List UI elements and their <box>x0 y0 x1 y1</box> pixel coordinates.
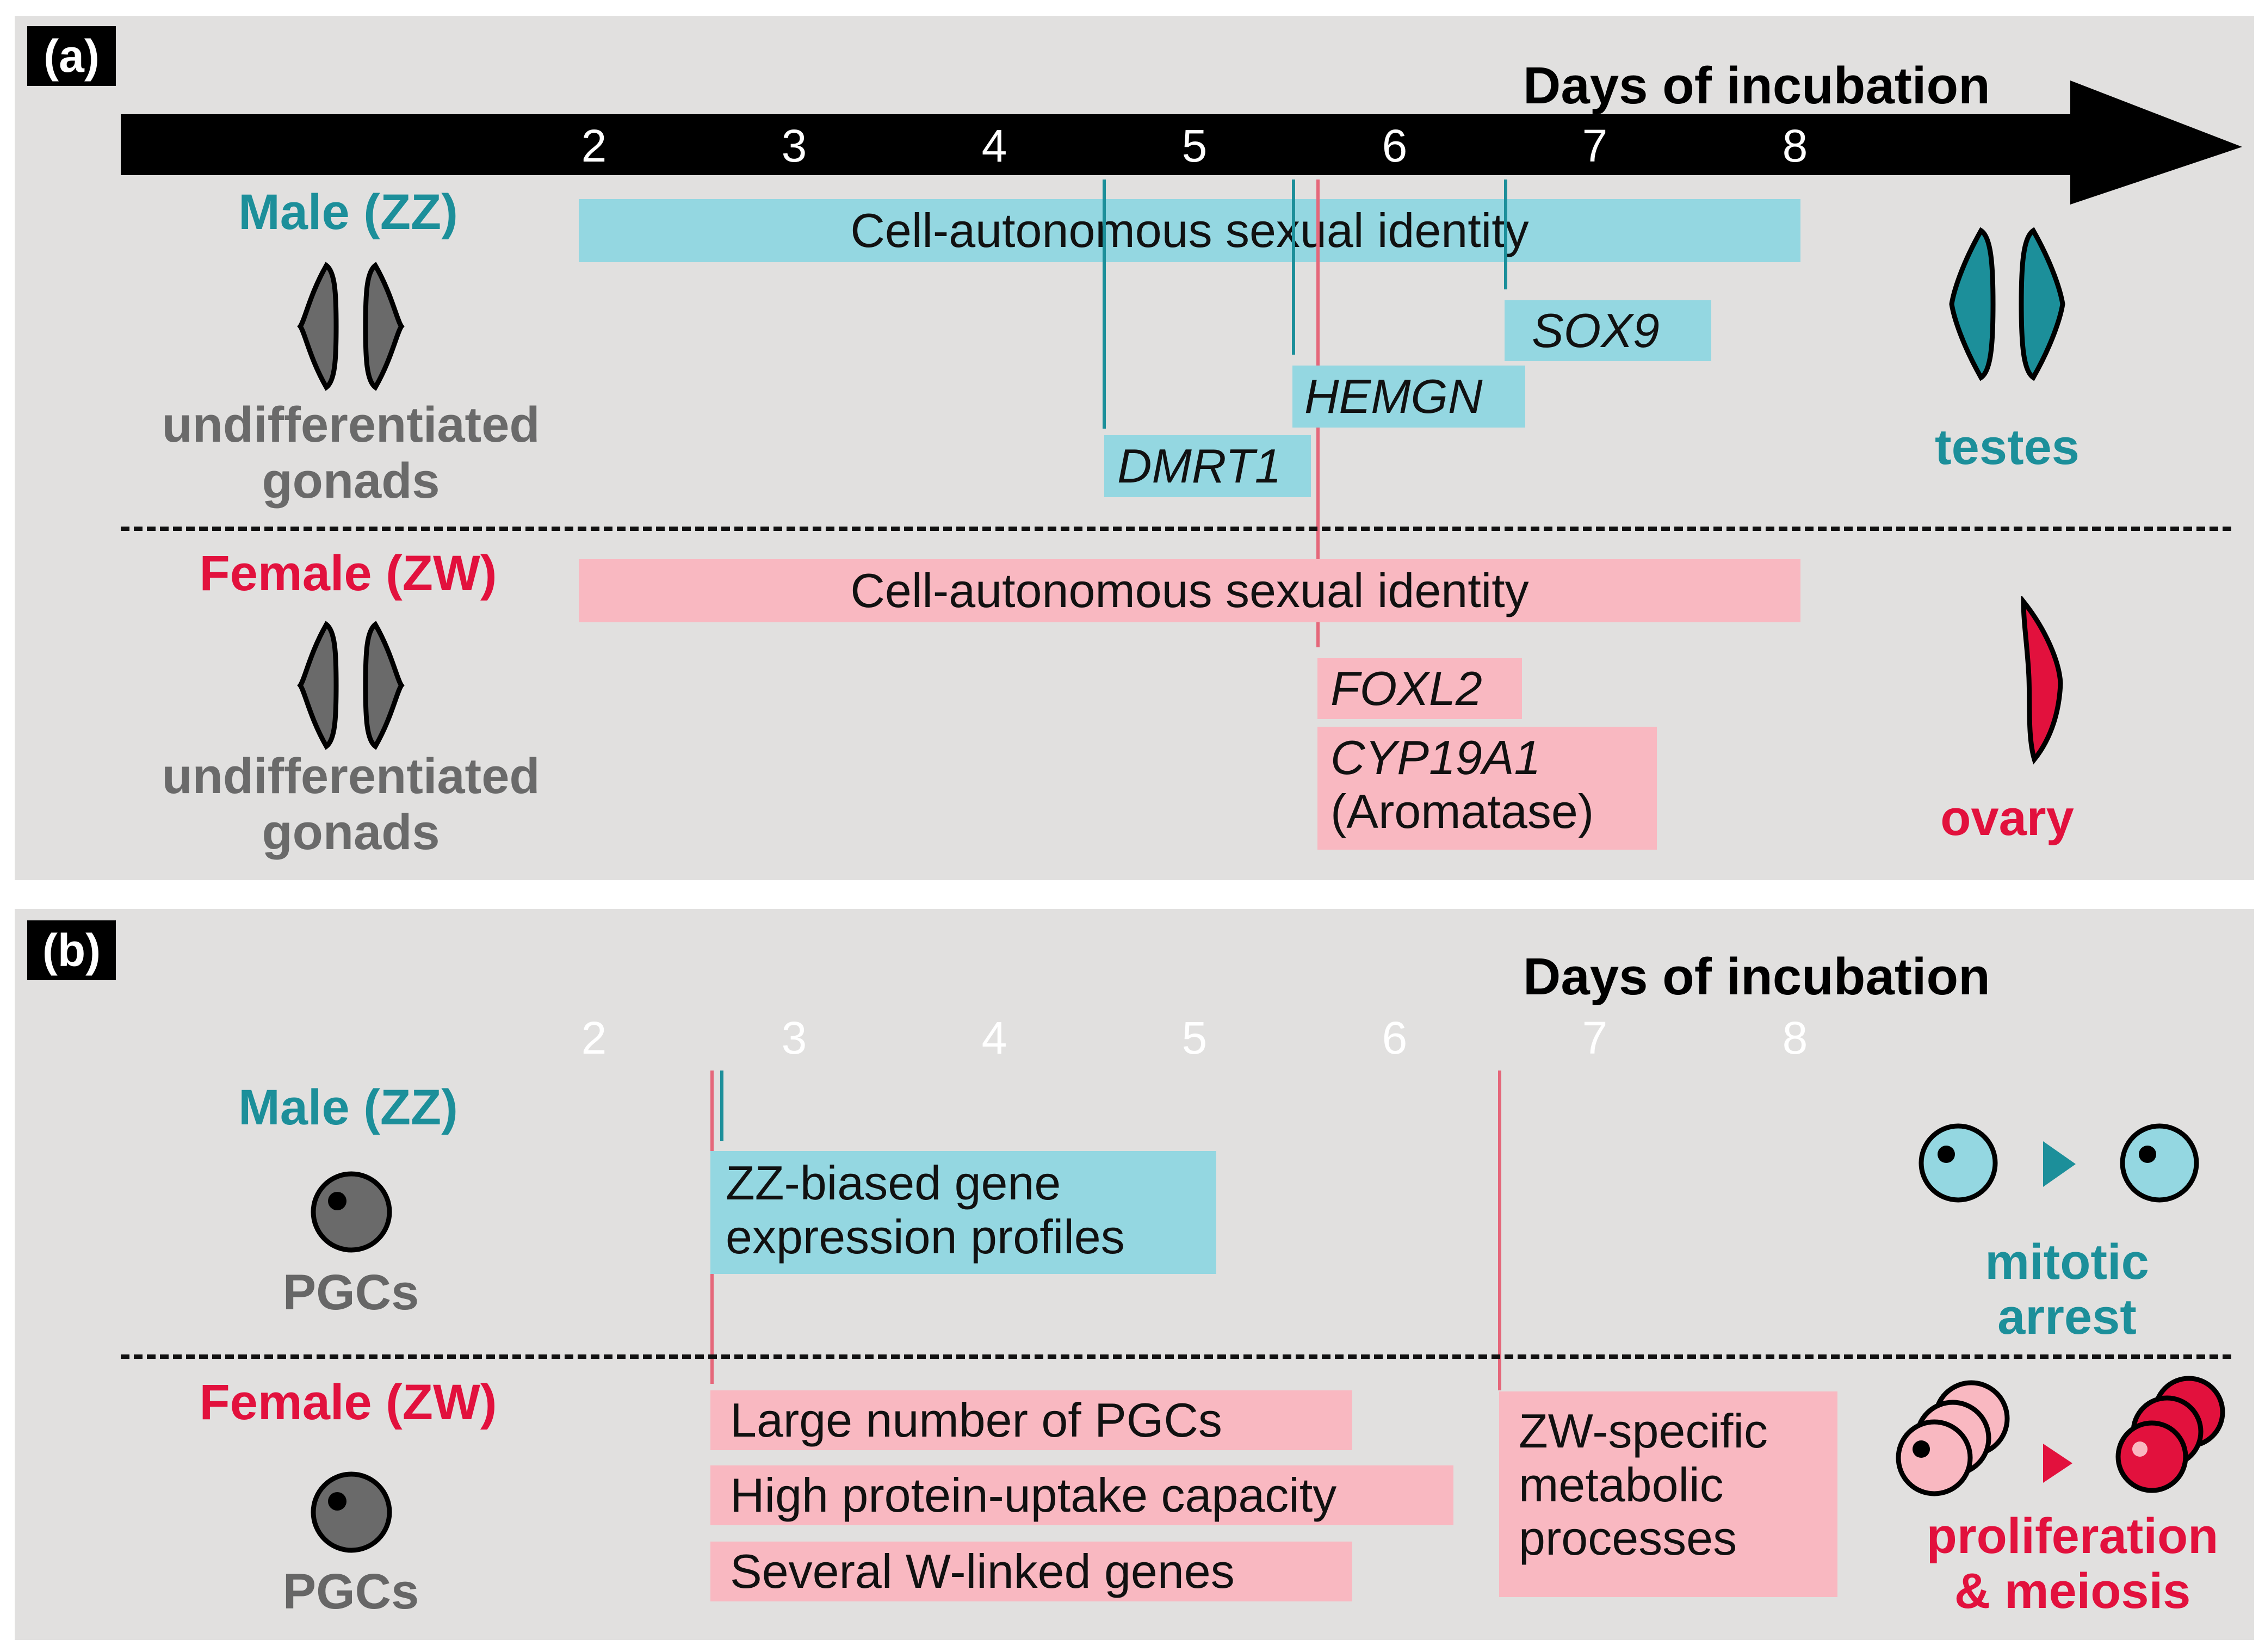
zw-specific-line-1: ZW-specific <box>1519 1404 1768 1458</box>
zz-biased-box: ZZ-biased gene expression profiles <box>710 1151 1216 1274</box>
testes-icon <box>1949 227 2065 381</box>
tick-b-6: 6 <box>1382 1012 1408 1063</box>
mitotic-arrest-line-1: mitotic <box>1985 1234 2149 1290</box>
undifferentiated-label-male: undifferentiated gonads <box>162 397 540 509</box>
cyp19a1-box: CYP19A1 (Aromatase) <box>1317 727 1657 850</box>
undifferentiated-gonads-icon <box>297 262 405 391</box>
female-identity-box: Cell-autonomous sexual identity <box>579 559 1800 622</box>
pgc-cell-icon <box>311 1471 392 1553</box>
tick-b-7: 7 <box>1582 1012 1608 1063</box>
tick-b-2: 2 <box>581 1012 607 1063</box>
zw-specific-line-3: processes <box>1519 1511 1737 1566</box>
tick-b-4: 4 <box>981 1012 1007 1063</box>
proliferation-icon <box>1896 1376 2225 1496</box>
undifferentiated-gonads-icon <box>297 621 405 750</box>
aromatase-text: (Aromatase) <box>1330 784 1594 838</box>
axis-title-a: Days of incubation <box>1523 57 1990 115</box>
hemgn-box: HEMGN <box>1292 366 1525 428</box>
male-identity-box: Cell-autonomous sexual identity <box>579 199 1800 262</box>
male-label-b: Male (ZZ) <box>238 1080 458 1135</box>
marker-early-male <box>720 1071 723 1141</box>
female-box-1: Large number of PGCs <box>710 1390 1352 1450</box>
female-box-3: Several W-linked genes <box>710 1542 1352 1601</box>
cyp19a1-text: CYP19A1 <box>1330 731 1541 784</box>
ovary-label: ovary <box>1940 790 2074 846</box>
zz-biased-line-2: expression profiles <box>726 1209 1125 1264</box>
axis-title-b: Days of incubation <box>1523 948 1990 1006</box>
tick-a-4: 4 <box>981 120 1007 171</box>
proliferation-line-2: & meiosis <box>1954 1563 2191 1619</box>
tick-a-8: 8 <box>1782 120 1808 171</box>
pgc-label-male: PGCs <box>282 1265 419 1320</box>
marker-late-female <box>1498 1071 1501 1390</box>
proliferation-label: proliferation & meiosis <box>1888 1508 2257 1619</box>
female-box-2: High protein-uptake capacity <box>710 1465 1453 1525</box>
panel-a-label: (a) <box>27 26 116 86</box>
zw-specific-box: ZW-specific metabolic processes <box>1499 1391 1837 1597</box>
marker-dmrt1 <box>1103 180 1106 429</box>
foxl2-box: FOXL2 <box>1317 658 1522 719</box>
tick-a-6: 6 <box>1382 120 1408 171</box>
tick-a-5: 5 <box>1181 120 1208 171</box>
divider-a <box>121 527 2231 531</box>
tick-b-5: 5 <box>1181 1012 1208 1063</box>
divider-b <box>121 1354 2231 1359</box>
tick-b-8: 8 <box>1782 1012 1808 1063</box>
testes-label: testes <box>1935 419 2080 475</box>
sox9-box: SOX9 <box>1505 300 1711 361</box>
ovary-icon <box>2021 596 2063 765</box>
female-label-b: Female (ZW) <box>199 1375 497 1430</box>
panel-b-label: (b) <box>27 920 116 980</box>
mitotic-arrest-line-2: arrest <box>1997 1289 2137 1345</box>
pgc-label-female: PGCs <box>282 1564 419 1619</box>
zw-specific-line-2: metabolic <box>1519 1457 1724 1512</box>
zz-biased-line-1: ZZ-biased gene <box>726 1156 1061 1210</box>
tick-b-3: 3 <box>781 1012 807 1063</box>
marker-hemgn <box>1292 180 1295 355</box>
marker-sox9 <box>1504 180 1507 289</box>
pgc-cell-icon <box>311 1171 392 1253</box>
dmrt1-box: DMRT1 <box>1104 435 1311 497</box>
tick-a-7: 7 <box>1582 120 1608 171</box>
undifferentiated-label-female: undifferentiated gonads <box>162 748 540 861</box>
tick-a-3: 3 <box>781 120 807 171</box>
mitotic-arrest-label: mitotic arrest <box>1915 1234 2219 1345</box>
male-label-a: Male (ZZ) <box>238 184 458 240</box>
proliferation-line-1: proliferation <box>1926 1508 2219 1564</box>
female-label-a: Female (ZW) <box>199 546 497 601</box>
tick-a-2: 2 <box>581 120 607 171</box>
mitotic-arrest-icon <box>1919 1123 2199 1203</box>
